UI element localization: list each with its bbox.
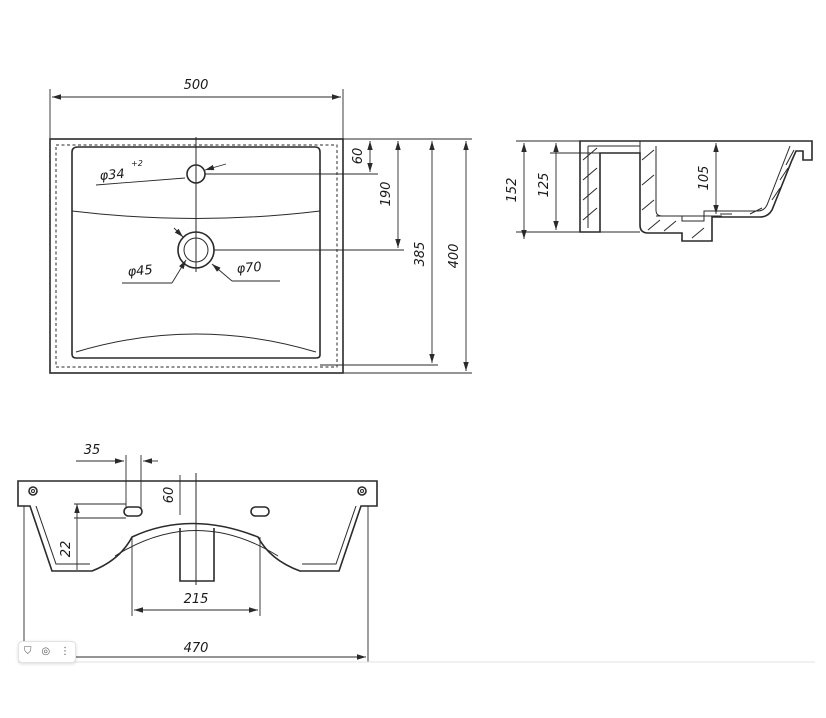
front-view-outline [17,480,378,572]
dim-label-470: 470 [184,641,209,656]
dim-label-60-front: 60 [162,487,177,504]
camera-icon[interactable]: ◎ [41,646,51,657]
dim-label-phi45: φ45 [127,263,153,280]
slot-right [250,506,270,517]
dim-label-105: 105 [697,166,712,191]
front-view: 35 60 22 215 470 [17,443,378,662]
slot-left [123,506,143,517]
front-view-drain [179,528,215,582]
side-section-outline [579,140,813,242]
side-section-view: 152 125 105 [505,140,813,242]
side-section-hatch [582,147,795,239]
side-section-inner [587,145,791,228]
bookmark-icon[interactable]: ⛉ [23,646,32,657]
dim-label-400: 400 [447,244,462,269]
dim-label-phi34: φ34 [99,167,125,184]
dim-label-152: 152 [505,178,520,203]
dim-label-385: 385 [413,242,428,267]
more-icon[interactable]: ⋮ [60,646,71,657]
dim-label-phi70: φ70 [236,260,262,277]
dim-label-60-top: 60 [351,148,366,165]
dim-label-215: 215 [184,592,209,607]
image-toolbar: ⛉ ◎ ⋮ [18,641,76,663]
dim-label-500: 500 [184,78,209,93]
dim-label-125: 125 [537,173,552,198]
dim-label-22: 22 [59,541,74,558]
leader-phi34 [95,177,186,186]
mount-hole-left [28,486,38,496]
mount-hole-right [357,486,367,496]
top-view-basin-curve-lower [75,333,317,353]
dim-label-phi34-tolerance: +2 [131,159,143,168]
top-view-basin-rim [71,146,321,359]
dim-label-190: 190 [379,182,394,207]
top-view: 500 φ34 +2 φ45 φ70 60 190 385 400 [49,78,472,374]
dim-label-35: 35 [84,443,101,458]
